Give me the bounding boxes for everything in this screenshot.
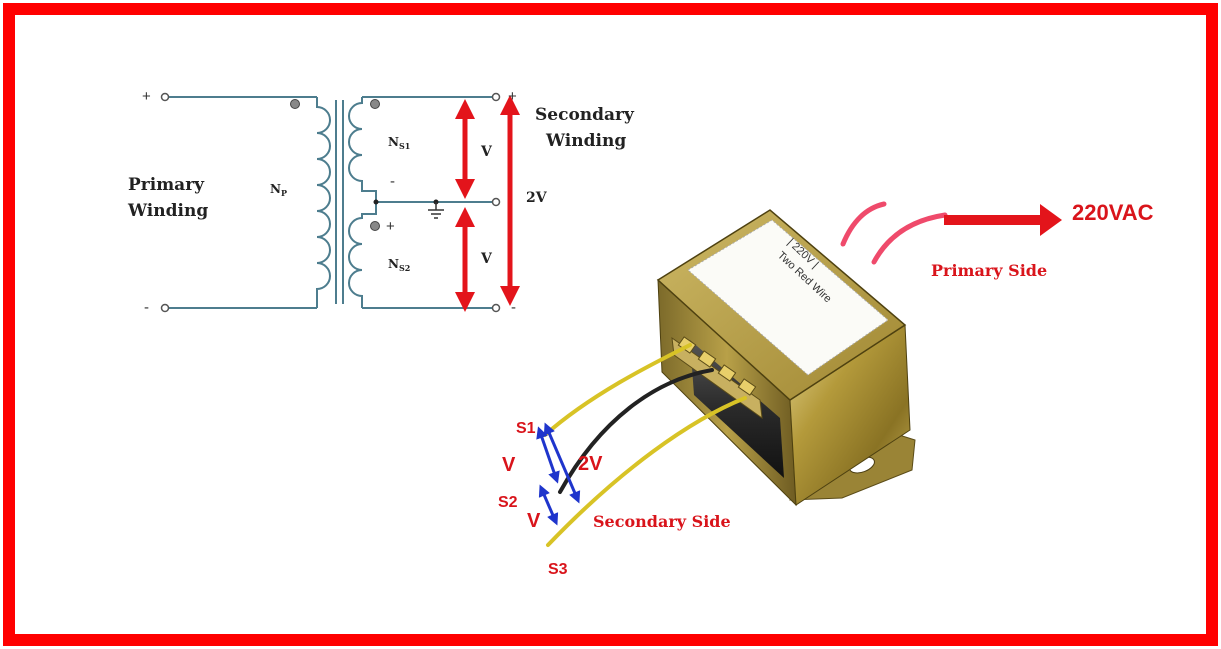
- primary-minus-terminal: [160, 303, 170, 313]
- mid-plus-sign: +: [386, 218, 395, 235]
- voltage-v-lower: V: [480, 251, 493, 267]
- secondary-plus-sign: +: [508, 88, 517, 105]
- primary-plus-terminal: [160, 92, 170, 102]
- primary-minus-sign: -: [144, 299, 149, 316]
- np-label: NP: [270, 182, 287, 198]
- voltage-v-upper: V: [480, 144, 493, 160]
- red-frame: [3, 3, 1218, 646]
- secondary-dot-upper: [370, 99, 380, 109]
- primary-coil: [316, 97, 331, 308]
- label-s1: S1: [516, 420, 536, 437]
- secondary-coil-upper: [348, 97, 377, 202]
- label-primary-side: Primary Side: [931, 261, 1047, 280]
- wire-s1: [543, 343, 692, 437]
- voltage-2v: 2V: [526, 190, 548, 206]
- label-2v: 2V: [578, 453, 603, 475]
- label-s2: S2: [498, 494, 518, 511]
- primary-plus-sign: +: [142, 88, 151, 105]
- mid-minus-sign: -: [390, 173, 395, 190]
- secondary-top-terminal: [491, 92, 501, 102]
- secondary-coil-lower: [348, 202, 377, 308]
- secondary-minus-sign: -: [511, 299, 516, 316]
- primary-wire-2: [871, 212, 948, 265]
- ns1-label: NS1: [388, 135, 410, 151]
- transformer-photo: | 220V | Two Red Wire 220VAC Primary Sid…: [498, 200, 1154, 578]
- ground-icon: [428, 202, 444, 219]
- arrow-220vac-head: [1040, 204, 1062, 236]
- nameplate: [687, 219, 889, 376]
- center-tap-node: [373, 199, 379, 205]
- secondary-winding-line1: Secondary: [535, 105, 635, 125]
- label-secondary-side: Secondary Side: [593, 512, 731, 531]
- primary-dot: [290, 99, 300, 109]
- blue-arrow-2v: [543, 422, 581, 504]
- schematic: + - + - - + Primary Winding Secondary Wi…: [127, 88, 635, 316]
- wire-s3: [546, 396, 747, 547]
- blue-arrow-v-lower: [538, 484, 559, 526]
- secondary-mid-terminal: [491, 197, 501, 207]
- label-s3: S3: [548, 561, 568, 578]
- secondary-dot-lower: [370, 221, 380, 231]
- ns2-label: NS2: [388, 257, 410, 273]
- secondary-winding-line2: Winding: [545, 131, 626, 151]
- primary-winding-line2: Winding: [127, 201, 208, 221]
- label-220vac: 220VAC: [1072, 200, 1154, 225]
- blue-arrow-v-upper: [536, 426, 560, 484]
- primary-winding-line1: Primary: [128, 175, 205, 195]
- secondary-bottom-terminal: [491, 303, 501, 313]
- primary-wire-1: [840, 201, 887, 247]
- label-v-lower: V: [527, 510, 541, 532]
- label-v-upper: V: [502, 454, 516, 476]
